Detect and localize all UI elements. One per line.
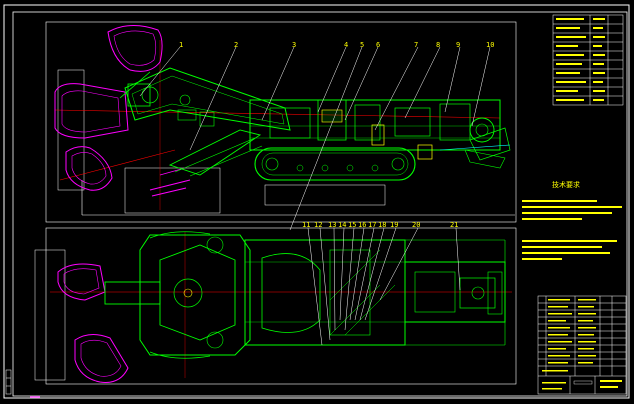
plan-cutter-upper: [57, 263, 106, 301]
callout-16: 16: [358, 221, 367, 229]
main-body: [249, 99, 501, 151]
crawler-track: [254, 147, 416, 181]
callout-18: 18: [378, 221, 387, 229]
tech-requirement-lines: [522, 200, 622, 260]
outer-frame: [3, 4, 630, 399]
callout-15: 15: [348, 221, 357, 229]
cutter-head-upper: [107, 25, 163, 72]
callout-5: 5: [360, 41, 365, 49]
callout-6: 6: [376, 41, 381, 49]
callout-1: 1: [179, 41, 184, 49]
side-elevation-view: [45, 21, 517, 231]
callout-19: 19: [390, 221, 399, 229]
callout-8: 8: [436, 41, 441, 49]
callout-4: 4: [344, 41, 349, 49]
plan-turret: [159, 244, 236, 341]
title-block: [537, 295, 627, 395]
callout-11: 11: [302, 221, 311, 229]
callout-21: 21: [450, 221, 459, 229]
bottom-leaders: [307, 227, 461, 346]
parameter-table: [552, 14, 624, 106]
left-margin-marks: [5, 369, 12, 395]
cutter-head-lower: [65, 146, 113, 191]
callout-13: 13: [328, 221, 337, 229]
callout-3: 3: [292, 41, 297, 49]
callout-7: 7: [414, 41, 419, 49]
cutter-head-middle: [54, 83, 129, 139]
centerline: [54, 109, 501, 119]
conveyor-arm: [168, 129, 262, 176]
callout-14: 14: [338, 221, 347, 229]
rear-hub: [469, 117, 495, 143]
callout-10: 10: [486, 41, 495, 49]
callout-9: 9: [456, 41, 461, 49]
inner-frame: [12, 11, 628, 397]
plan-cutter-lower: [74, 334, 129, 383]
plan-boom: [104, 281, 161, 305]
side-view-border: [45, 21, 517, 223]
title-block-text: [542, 299, 622, 390]
parameter-table-text: [556, 18, 605, 101]
tech-requirements-title: 技术要求: [552, 181, 580, 189]
plan-view-border: [45, 227, 517, 385]
callout-2: 2: [234, 41, 239, 49]
callout-20: 20: [412, 221, 421, 229]
plan-view: [34, 227, 517, 385]
cutting-boom: [124, 67, 291, 131]
top-leaders: [139, 46, 491, 231]
callout-12: 12: [314, 221, 323, 229]
callout-17: 17: [368, 221, 377, 229]
